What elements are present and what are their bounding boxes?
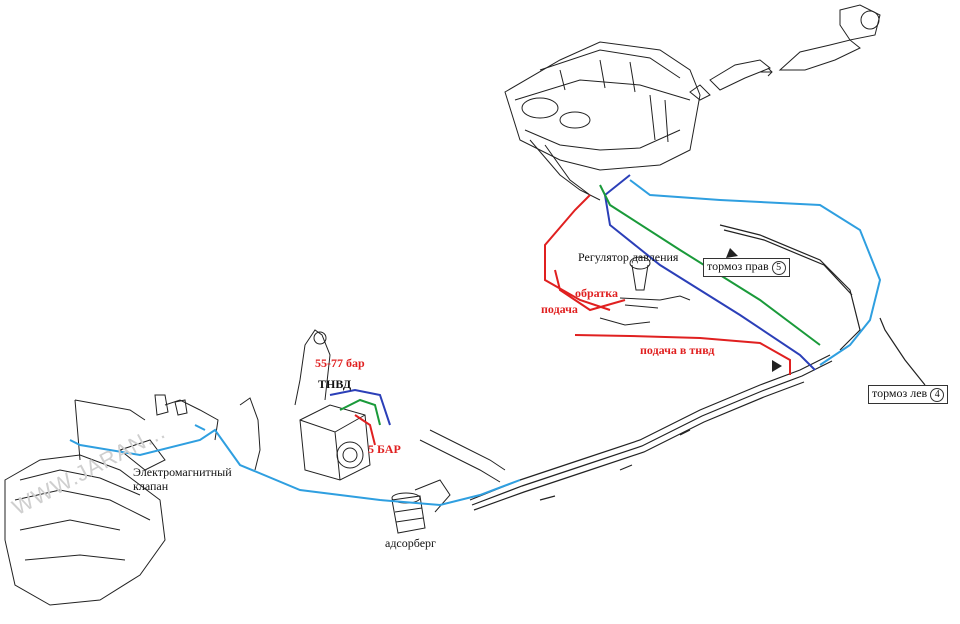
filler-neck <box>689 4 881 101</box>
feed-to-tnvd-label: подача в тнвд <box>640 343 715 357</box>
feed-label: подача <box>541 302 578 316</box>
solenoid-valve-label-line2: клапан <box>133 479 169 493</box>
brake-right-text: тормоз прав <box>707 259 769 273</box>
adsorber-label: адсорберг <box>385 536 436 550</box>
pressure-regulator-label: Регулятор давления <box>578 250 679 264</box>
brake-left-text: тормоз лев <box>872 386 928 400</box>
solenoid-valve-label-line1: Электромагнитный <box>133 465 232 479</box>
regulator-and-fittings <box>154 256 691 483</box>
brake-right-number: 5 <box>771 261 786 275</box>
underbody-lines <box>469 224 926 511</box>
intake-manifold <box>4 399 166 606</box>
pressure-5-label: 5 БАР <box>368 442 401 456</box>
pressure-55-77-label: 55-77 бар <box>315 356 365 370</box>
fuel-lines <box>329 174 821 446</box>
brake-left-number: 4 <box>930 388 945 402</box>
adsorber-canister <box>391 479 451 534</box>
tnvd-pump <box>294 329 371 481</box>
fuel-tank <box>504 41 701 201</box>
return-line-label: обратка <box>575 286 618 300</box>
tnvd-label: ТНВД <box>318 377 352 391</box>
cyan-lines <box>69 179 882 507</box>
